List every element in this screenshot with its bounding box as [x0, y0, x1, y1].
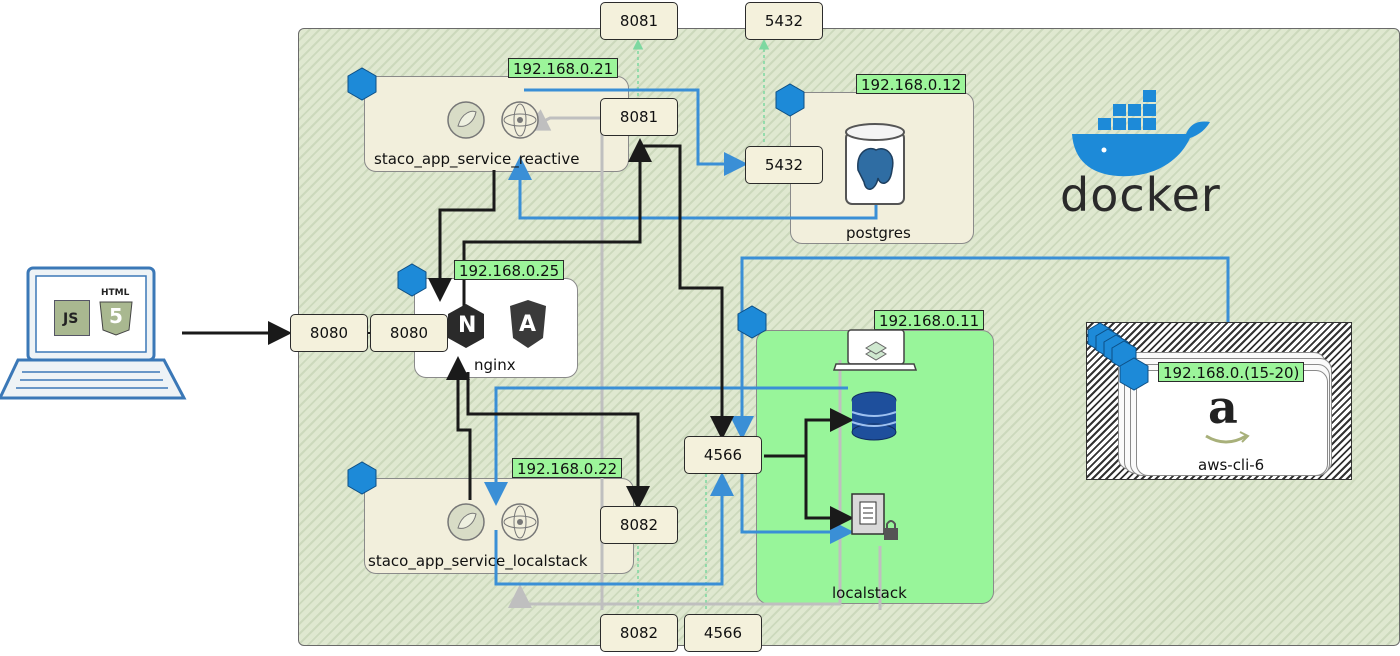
localstack-service-name: localstack — [832, 584, 907, 602]
reactive-service-box — [364, 76, 629, 172]
js-logo: JS — [54, 300, 90, 336]
postgres-service-name: postgres — [846, 224, 911, 242]
angular-letter: A — [519, 312, 537, 337]
host-port-5432: 5432 — [745, 2, 823, 40]
localstack-ip: 192.168.0.11 — [874, 310, 985, 330]
amazon-logo: a — [1208, 380, 1238, 434]
nginx-letter: N — [458, 313, 477, 338]
reactive-service-name: staco_app_service_reactive — [374, 150, 580, 168]
html5-logo: HTML 5 — [98, 288, 134, 336]
aws-ip: 192.168.0.(15-20) — [1158, 362, 1305, 382]
nginx-ip: 192.168.0.25 — [454, 260, 565, 280]
host-port-8081: 8081 — [600, 2, 678, 40]
localstack-port-4566: 4566 — [684, 436, 762, 474]
reactive-port-8081: 8081 — [600, 98, 678, 136]
aws-service-name: aws-cli-6 — [1198, 456, 1265, 474]
postgres-port-5432: 5432 — [745, 146, 823, 184]
nginx-service-name: nginx — [474, 356, 516, 374]
host-port-8082: 8082 — [600, 614, 678, 652]
host-port-8080: 8080 — [290, 314, 368, 352]
aws-service-box — [1136, 370, 1328, 476]
localstack-service-box — [756, 330, 994, 604]
postgres-ip: 192.168.0.12 — [856, 74, 967, 94]
host-port-4566: 4566 — [684, 614, 762, 652]
localstack-app-port-8082: 8082 — [600, 506, 678, 544]
docker-brand: docker — [1060, 168, 1221, 222]
localstack-app-service-name: staco_app_service_localstack — [368, 552, 588, 570]
localstack-app-ip: 192.168.0.22 — [512, 458, 623, 478]
nginx-port-8080: 8080 — [370, 314, 448, 352]
reactive-ip: 192.168.0.21 — [508, 58, 619, 78]
